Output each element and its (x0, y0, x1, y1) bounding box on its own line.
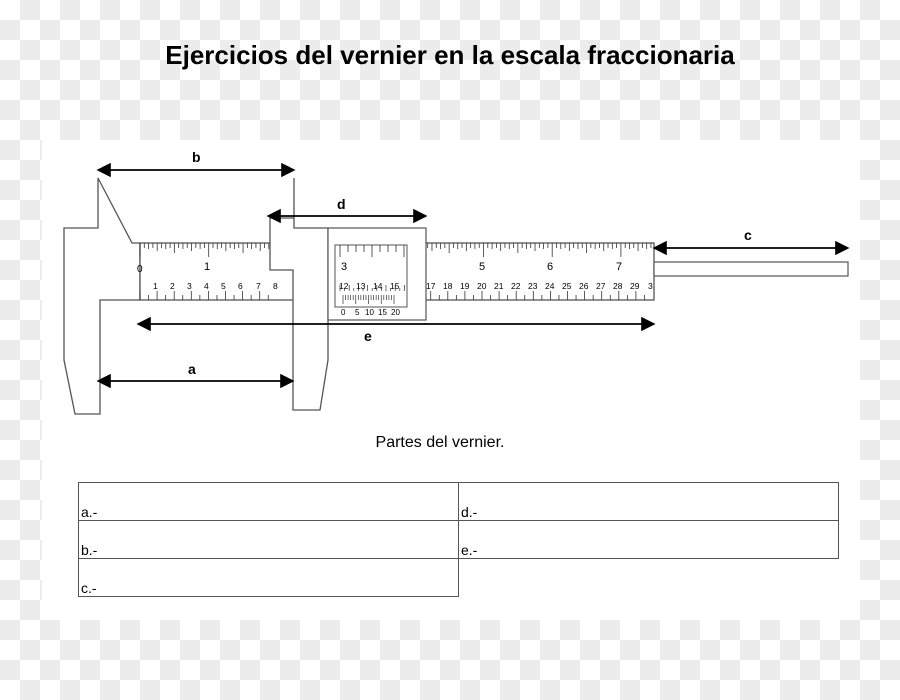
fraction-scale-label: 3 (648, 281, 653, 291)
answer-cell-b[interactable]: b.- (78, 520, 459, 559)
fraction-scale-label: 21 (494, 281, 504, 291)
fraction-scale-label: 29 (630, 281, 640, 291)
vernier-caliper-diagram: 0 1 3 5 6 7 1 2 3 4 5 6 7 8 12 13 14 15 … (63, 149, 850, 415)
dimension-label-d: d (337, 196, 346, 212)
fraction-scale-label: 18 (443, 281, 453, 291)
parts-table: a.- d.- b.- e.- c.- (78, 482, 839, 597)
main-scale-label: 5 (479, 261, 485, 273)
answer-cell-e[interactable]: e.- (458, 520, 839, 559)
empty-cell (459, 559, 839, 597)
main-scale-label: 0 (137, 264, 143, 275)
fraction-scale-label: 24 (545, 281, 555, 291)
fraction-scale-label: 3 (187, 281, 192, 291)
fraction-scale-label: 27 (596, 281, 606, 291)
fraction-scale-label: 26 (579, 281, 589, 291)
fraction-scale-label: 5 (221, 281, 226, 291)
fraction-scale-label: 22 (511, 281, 521, 291)
fraction-scale-label: 14 (373, 281, 383, 291)
diagram-caption: Partes del vernier. (375, 434, 505, 451)
fraction-scale-label: 6 (238, 281, 243, 291)
dimension-label-c: c (744, 227, 752, 243)
vernier-scale-label: 15 (378, 308, 387, 317)
main-scale-label: 1 (204, 261, 210, 273)
fraction-scale-label: 17 (426, 281, 436, 291)
fraction-scale-label: 7 (256, 281, 261, 291)
table-row: b.- e.- (78, 520, 839, 559)
fraction-scale-label: 23 (528, 281, 538, 291)
dimension-label-a: a (188, 361, 196, 377)
main-scale-label: 3 (341, 261, 347, 273)
main-scale-label: 6 (547, 261, 553, 273)
fraction-scale-label: 13 (356, 281, 366, 291)
fixed-jaw (63, 177, 141, 415)
fraction-scale-label: 20 (477, 281, 487, 291)
answer-cell-d[interactable]: d.- (458, 482, 839, 521)
fraction-scale-label: 15 (390, 281, 400, 291)
depth-rod (653, 261, 849, 277)
answer-cell-c[interactable]: c.- (78, 558, 459, 597)
answer-cell-a[interactable]: a.- (78, 482, 459, 521)
table-row: a.- d.- (78, 482, 839, 521)
vernier-scale-label: 20 (391, 308, 400, 317)
fraction-scale-label: 25 (562, 281, 572, 291)
fraction-scale-label: 12 (339, 281, 349, 291)
main-scale-label: 7 (616, 261, 622, 273)
fraction-scale-label: 28 (613, 281, 623, 291)
dimension-label-b: b (192, 149, 201, 165)
vernier-scale-label: 0 (341, 308, 346, 317)
fraction-scale-label: 8 (273, 281, 278, 291)
page-title: Ejercicios del vernier en la escala frac… (165, 40, 735, 70)
fraction-scale-label: 19 (460, 281, 470, 291)
dimension-label-e: e (364, 328, 372, 344)
vernier-scale-label: 5 (355, 308, 360, 317)
table-row: c.- (78, 558, 839, 597)
fraction-scale-label: 2 (170, 281, 175, 291)
vernier-scale-label: 10 (365, 308, 374, 317)
scale-ticks (139, 243, 652, 304)
fraction-scale-label: 1 (153, 281, 158, 291)
fraction-scale-label: 4 (204, 281, 209, 291)
